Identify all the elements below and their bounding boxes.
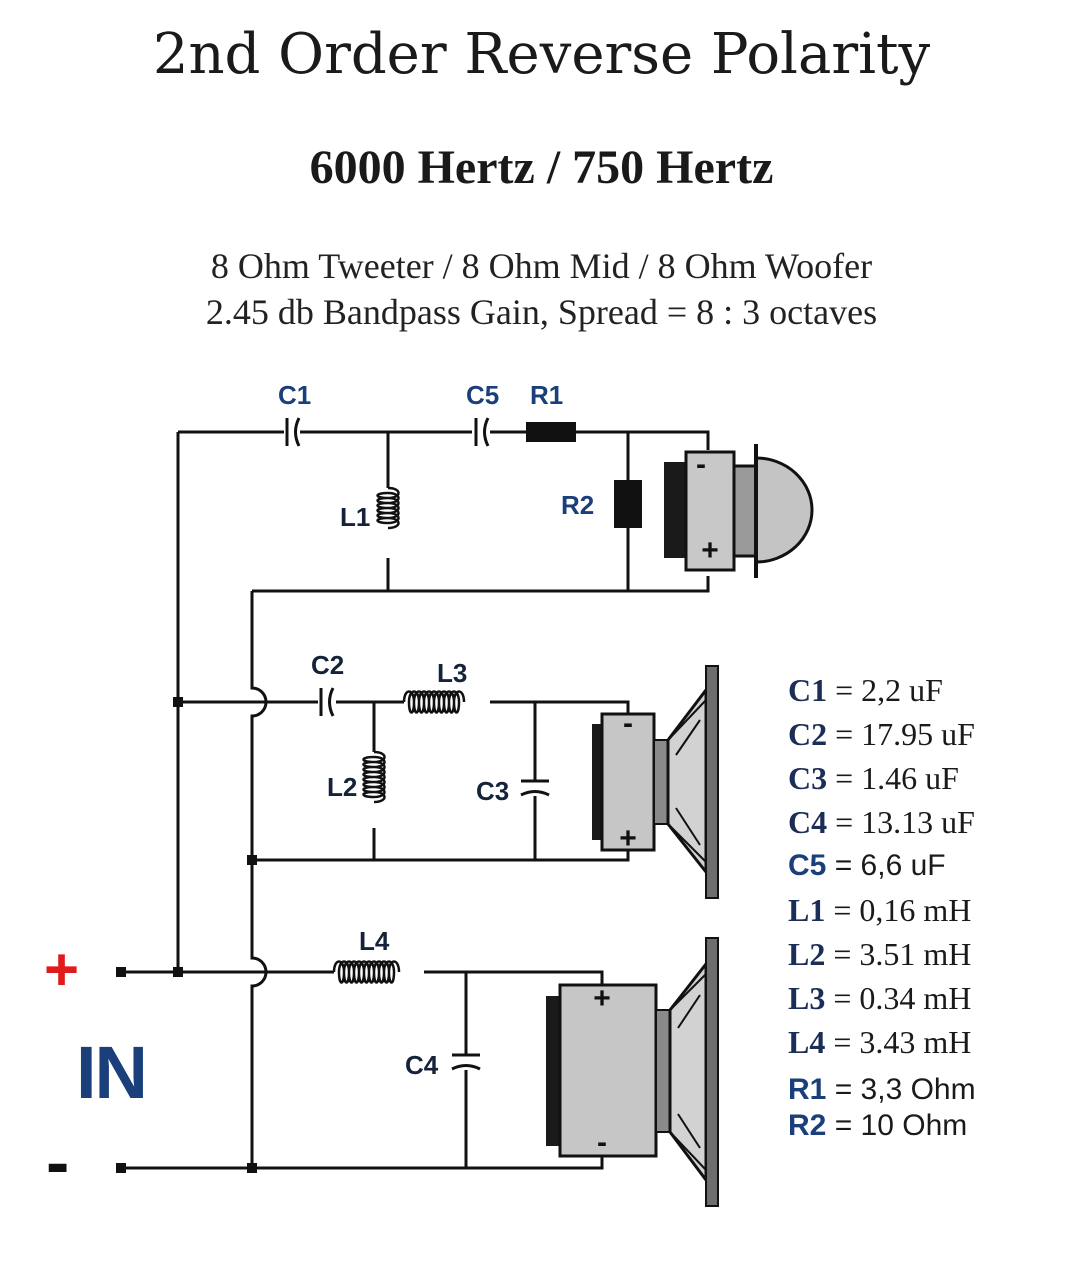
input-plus-sign: + <box>44 936 80 1003</box>
value-row-c4: C4 = 13.13 uF <box>788 804 975 840</box>
woofer-speaker <box>546 937 719 1207</box>
label-c3: C3 <box>476 776 509 806</box>
label-r2: R2 <box>561 490 594 520</box>
junction-dots <box>116 697 257 1173</box>
capacitor-c2 <box>319 687 335 717</box>
midrange-speaker <box>592 665 719 899</box>
capacitor-c4 <box>451 1053 481 1071</box>
mid-plus: + <box>619 822 637 855</box>
capacitor-c1 <box>285 417 301 447</box>
inductor-l1 <box>376 486 400 530</box>
value-row-l3: L3 = 0.34 mH <box>788 980 972 1016</box>
resistor-r2 <box>614 480 642 528</box>
label-l4: L4 <box>359 926 390 956</box>
label-r1: R1 <box>530 380 563 410</box>
specs: 8 Ohm Tweeter / 8 Ohm Mid / 8 Ohm Woofer… <box>0 243 1083 335</box>
label-l2: L2 <box>327 772 357 802</box>
value-row-r1: R1 = 3,3 Ohm <box>788 1073 976 1106</box>
tweeter-minus: - <box>696 448 706 481</box>
spec-line-gain: 2.45 db Bandpass Gain, Spread = 8 : 3 oc… <box>205 292 878 332</box>
label-c1: C1 <box>278 380 311 410</box>
input-minus-sign: - <box>46 1123 70 1201</box>
inductor-l4 <box>332 960 401 984</box>
woofer-plus: + <box>593 982 611 1015</box>
crossover-frequencies: 6000 Hertz / 750 Hertz <box>309 141 774 194</box>
mid-minus: - <box>623 707 633 740</box>
value-row-c2: C2 = 17.95 uF <box>788 716 975 752</box>
woofer-minus: - <box>597 1126 607 1159</box>
capacitor-c3 <box>520 779 550 797</box>
value-row-r2: R2 = 10 Ohm <box>788 1109 968 1142</box>
label-l1: L1 <box>340 502 370 532</box>
label-c5: C5 <box>466 380 499 410</box>
value-row-c5: C5 = 6,6 uF <box>788 849 946 882</box>
label-c4: C4 <box>405 1050 439 1080</box>
value-row-l2: L2 = 3.51 mH <box>788 936 972 972</box>
capacitor-c5 <box>474 417 490 447</box>
diagram-title: 2nd Order Reverse Polarity <box>152 22 931 87</box>
spec-line-impedance: 8 Ohm Tweeter / 8 Ohm Mid / 8 Ohm Woofer <box>210 246 873 286</box>
tweeter-speaker <box>664 444 814 578</box>
inductor-l2 <box>362 750 386 804</box>
value-row-c1: C1 = 2,2 uF <box>788 672 943 708</box>
input-label: IN <box>76 1031 148 1114</box>
value-row-l1: L1 = 0,16 mH <box>788 892 972 928</box>
label-l3: L3 <box>437 658 467 688</box>
inductor-l3 <box>402 690 466 714</box>
label-c2: C2 <box>311 650 344 680</box>
component-values: C1 = 2,2 uF C2 = 17.95 uF C3 = 1.46 uF C… <box>788 668 976 1144</box>
resistor-r1 <box>526 422 576 442</box>
value-row-l4: L4 = 3.43 mH <box>788 1024 972 1060</box>
tweeter-plus: + <box>701 534 719 567</box>
value-row-c3: C3 = 1.46 uF <box>788 760 959 796</box>
